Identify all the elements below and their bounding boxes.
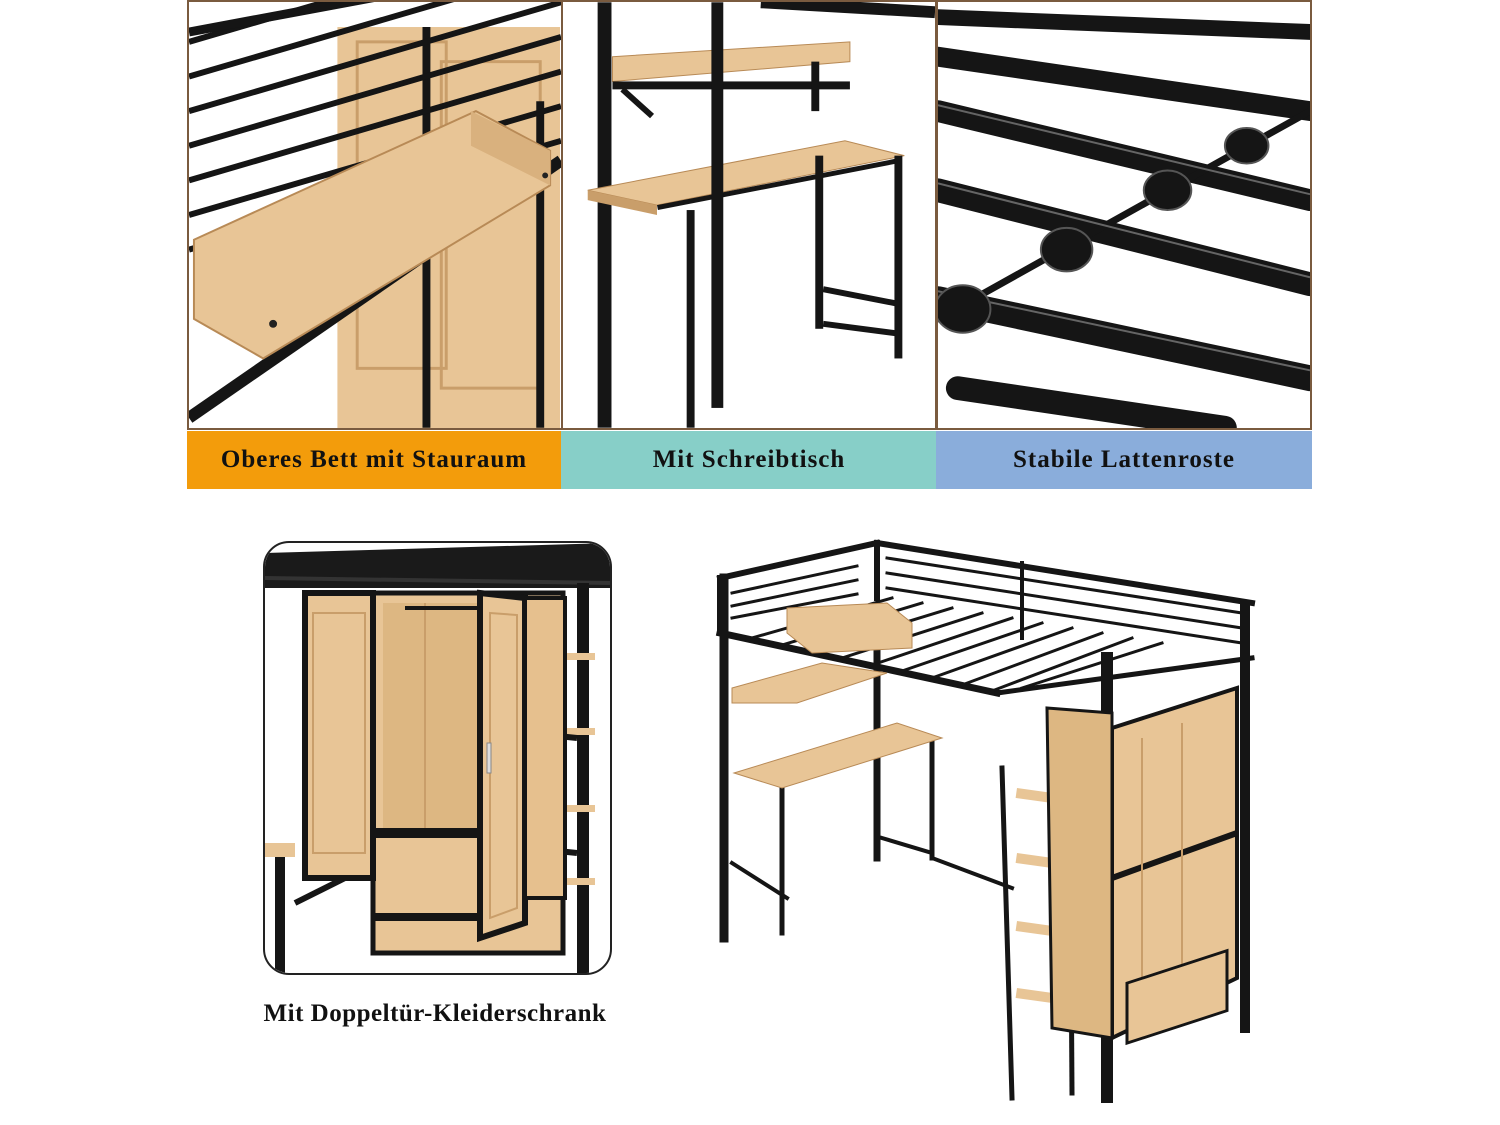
panel-bed-storage-image (187, 0, 563, 430)
caption-desk: Mit Schreibtisch (561, 431, 937, 489)
feature-strip: Oberes Bett mit Stauraum Mit Schreibtisc… (187, 0, 1312, 490)
loft-bed-illustration (715, 539, 1256, 1103)
loft-bed-main-image (712, 538, 1264, 1103)
caption-bed-storage: Oberes Bett mit Stauraum (187, 431, 561, 489)
caption-slats: Stabile Lattenroste (936, 431, 1312, 489)
slats-illustration (938, 9, 1310, 428)
caption-wardrobe: Mit Doppeltür-Kleiderschrank (263, 1000, 607, 1027)
panel-desk-image (561, 0, 937, 430)
panel-slats-image (936, 0, 1312, 430)
wardrobe-inset-image (263, 541, 612, 975)
wardrobe-illustration (265, 543, 610, 973)
bed-storage-illustration (189, 2, 561, 428)
desk-illustration (587, 2, 935, 428)
